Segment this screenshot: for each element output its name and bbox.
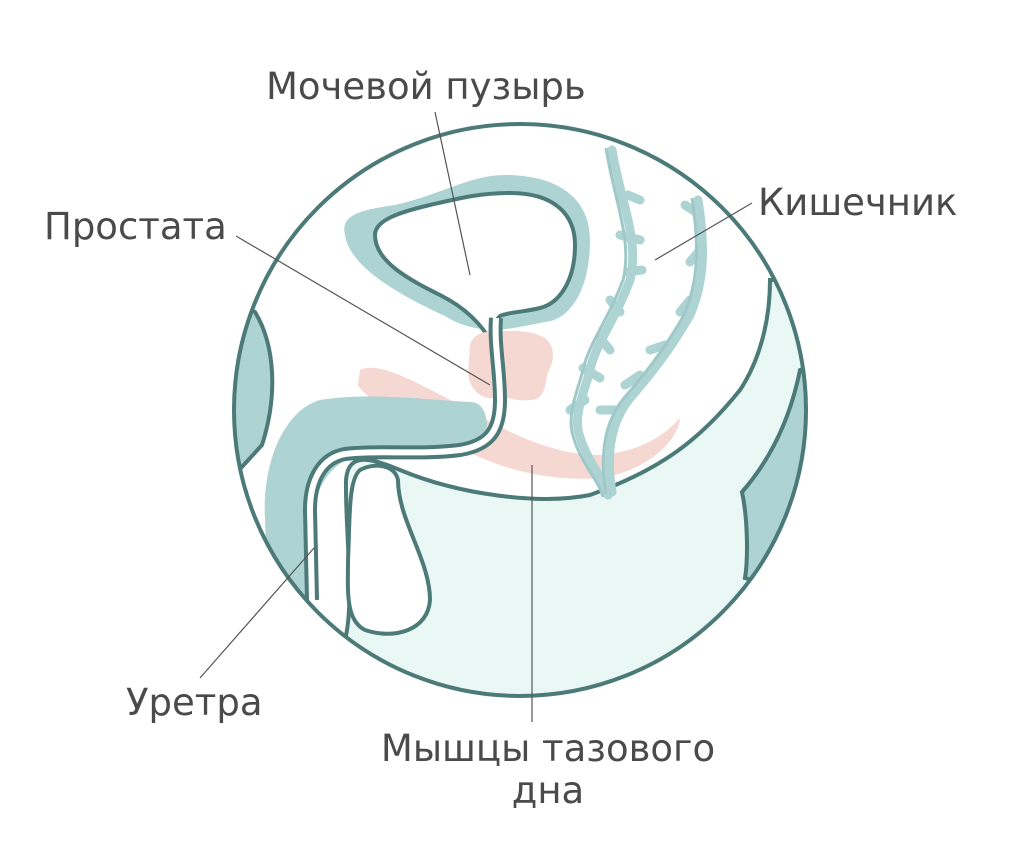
right-side-segment — [739, 357, 806, 603]
label-bowel: Кишечник — [758, 181, 958, 224]
leader-lines — [199, 111, 753, 722]
bladder-lumen — [372, 190, 578, 346]
urethra-lumen — [306, 317, 504, 601]
label-prostate: Простата — [44, 205, 227, 248]
leader-bowel — [654, 202, 753, 261]
lower-pocket — [345, 463, 433, 636]
leader-urethra — [199, 547, 315, 679]
prostate-gland — [468, 330, 553, 401]
leader-prostate — [235, 235, 491, 386]
label-pelvic-floor: Мышцы тазового дна — [380, 727, 716, 812]
label-bladder: Мочевой пузырь — [266, 65, 586, 108]
leader-bladder — [434, 111, 471, 276]
lower-pale-region — [343, 278, 806, 696]
label-urethra: Уретра — [126, 681, 263, 724]
circle-outline — [232, 122, 808, 698]
pelvic-floor-muscle — [358, 367, 680, 479]
bowel-outline — [569, 147, 698, 498]
